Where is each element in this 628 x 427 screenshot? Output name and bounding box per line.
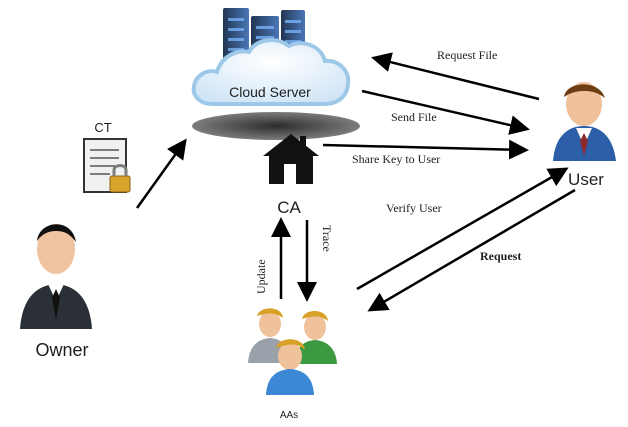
- share-key-arrow: [322, 139, 529, 160]
- house-icon: [263, 134, 319, 184]
- verify-user-arrow: [356, 167, 569, 291]
- ct-label: CT: [94, 120, 111, 135]
- send-file-arrow: [361, 89, 530, 135]
- connections: [135, 52, 576, 312]
- cloud-icon: [191, 38, 351, 106]
- user-label: User: [568, 170, 604, 189]
- owner-label: Owner: [35, 340, 88, 360]
- user-node: User: [553, 82, 616, 189]
- owner-icon: [20, 224, 92, 329]
- owner-to-cloud-arrow: [135, 138, 187, 209]
- ca-label: CA: [277, 198, 301, 217]
- aas-label: AAs: [280, 410, 298, 421]
- trace-label: Trace: [320, 225, 334, 252]
- send-file-label: Send File: [391, 110, 437, 124]
- document-lock-icon: [83, 138, 131, 193]
- aas-node: AAs: [248, 308, 337, 421]
- ca-node: CA: [263, 134, 319, 217]
- request-arrow: [367, 188, 576, 312]
- request-label: Request: [480, 249, 521, 263]
- share-key-label: Share Key to User: [352, 152, 440, 166]
- edge-labels: Request File Send File Share Key to User…: [254, 48, 521, 294]
- request-file-arrow: [371, 52, 540, 101]
- cloud-server-label: Cloud Server: [229, 84, 311, 100]
- verify-user-label: Verify User: [386, 201, 442, 215]
- cloud-base-shadow: [192, 112, 360, 140]
- update-label: Update: [254, 259, 268, 294]
- request-file-label: Request File: [437, 48, 497, 62]
- ct-node: CT: [83, 120, 131, 193]
- group-people-icon: [248, 308, 337, 395]
- cloud-server-node: Cloud Server: [191, 8, 360, 140]
- owner-node: Owner: [20, 224, 92, 360]
- user-icon: [553, 82, 616, 161]
